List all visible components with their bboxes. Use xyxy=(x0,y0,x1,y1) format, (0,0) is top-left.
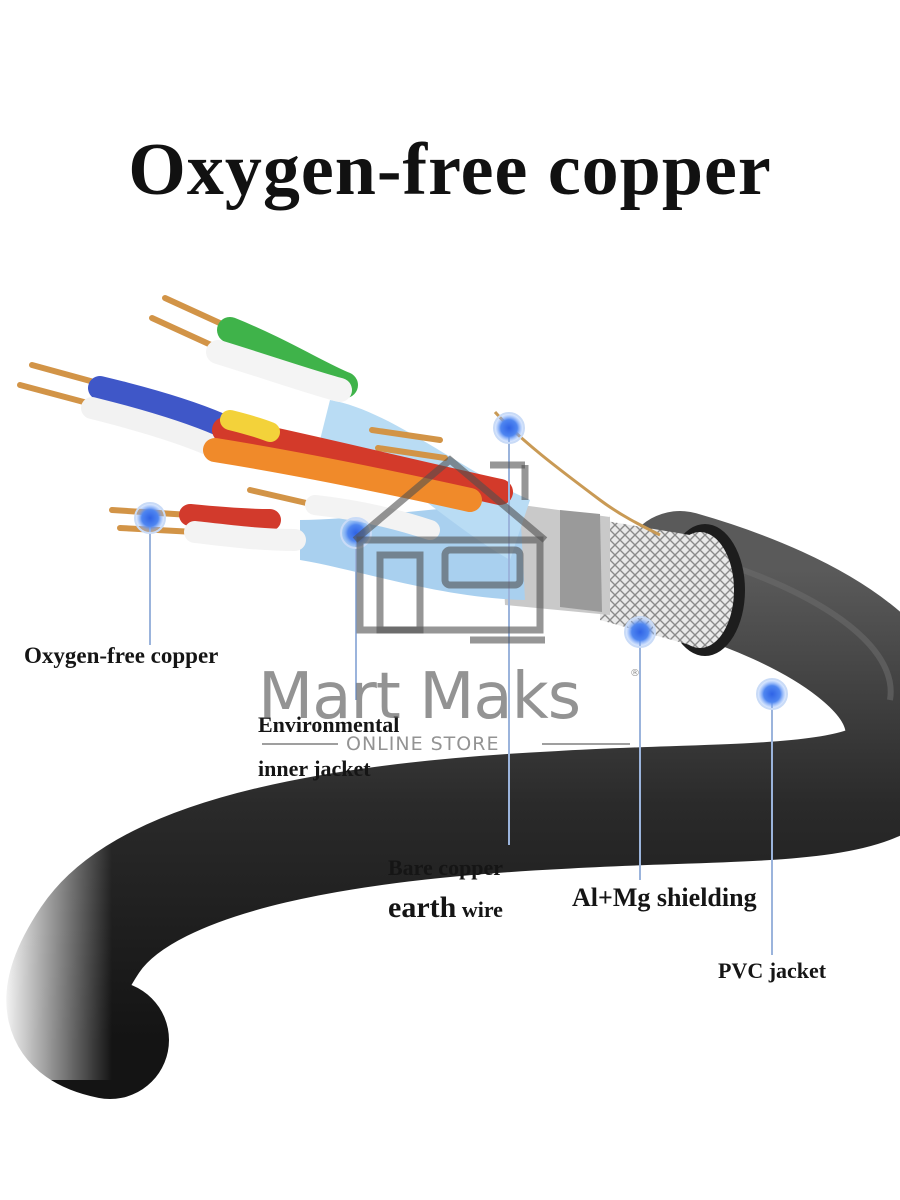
label-word: wire xyxy=(461,897,503,922)
pvc-jacket-cable xyxy=(0,511,900,1099)
watermark-subtitle: ONLINE STORE xyxy=(346,733,500,755)
foil-shield xyxy=(499,498,611,615)
label-word: earth xyxy=(388,891,457,924)
label-line: Environmental xyxy=(258,712,400,737)
watermark-name: Mart Maks xyxy=(258,660,581,734)
insulated-wires xyxy=(81,317,513,551)
label-line: inner jacket xyxy=(258,756,371,781)
page-title: Oxygen-free copper xyxy=(128,129,772,211)
label-pvc-jacket: PVC jacket xyxy=(718,958,827,983)
braid-shield xyxy=(600,520,745,656)
label-environmental-inner-jacket: Environmental inner jacket xyxy=(258,703,399,791)
watermark-registered: ® xyxy=(630,668,640,679)
label-line: earth wire xyxy=(388,888,503,930)
label-bare-copper-earth-wire: Bare copper earth wire xyxy=(388,848,503,930)
label-al-mg-shielding: Al+Mg shielding xyxy=(572,883,757,912)
label-oxygen-free-copper: Oxygen-free copper xyxy=(24,643,219,668)
pointer-dots xyxy=(134,412,788,710)
label-line: Bare copper xyxy=(388,855,504,880)
store-icon xyxy=(352,455,548,644)
